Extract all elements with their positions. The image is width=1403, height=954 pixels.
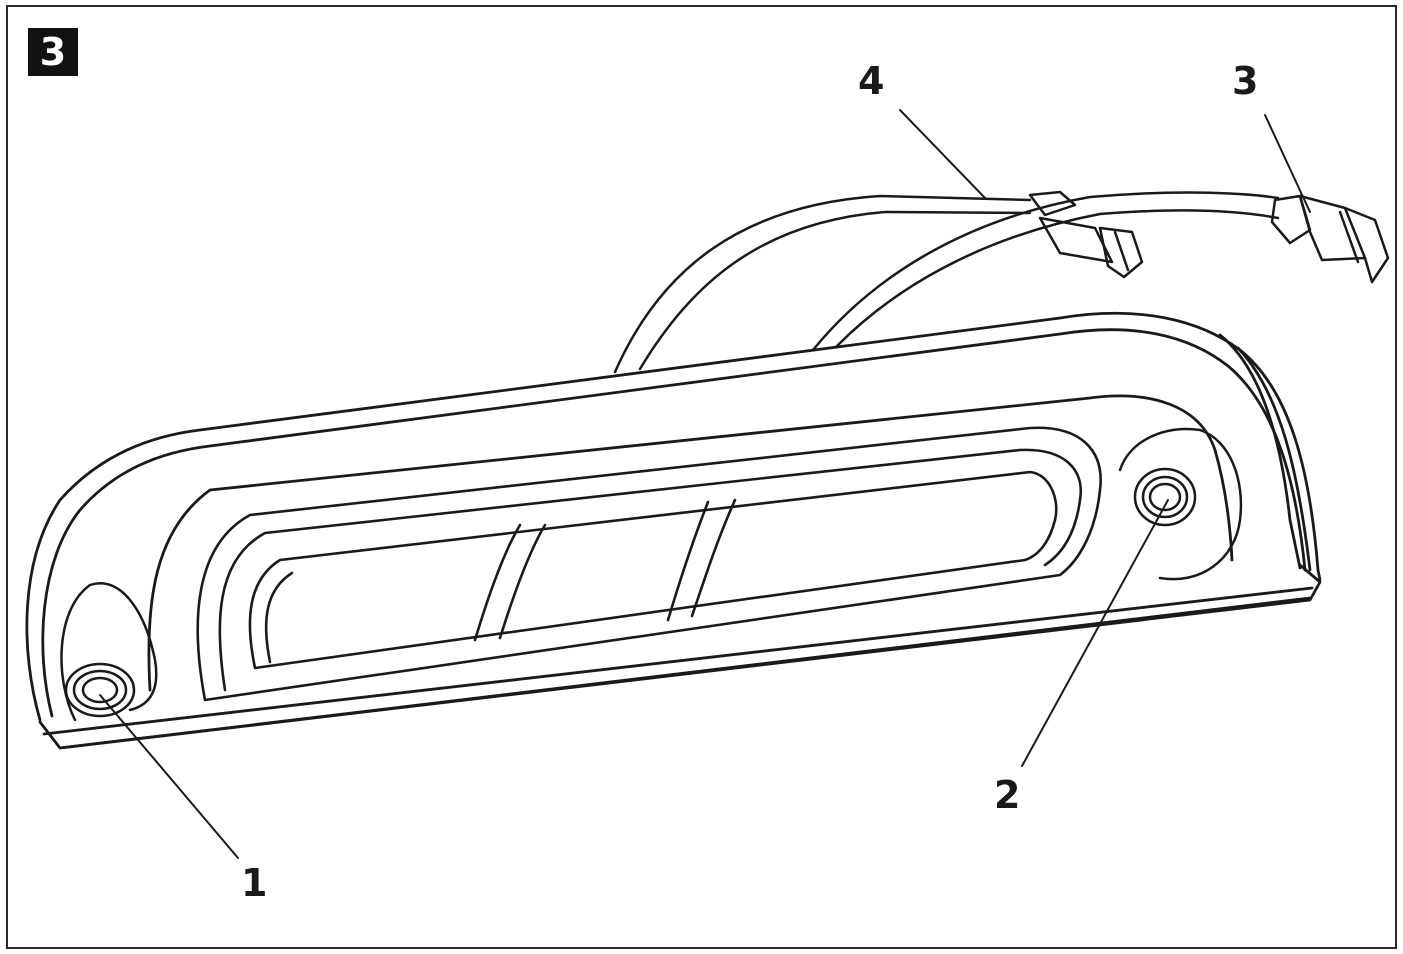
lens-window bbox=[196, 426, 1102, 702]
connector-3 bbox=[1270, 194, 1390, 284]
mount-hole-2 bbox=[1118, 427, 1243, 581]
light-housing bbox=[25, 311, 1322, 750]
cable-3 bbox=[811, 191, 1280, 352]
leader-line-3 bbox=[1264, 114, 1311, 213]
leader-line-4 bbox=[899, 109, 986, 199]
mount-hole-1 bbox=[60, 582, 158, 722]
connector-4 bbox=[1028, 190, 1144, 279]
cable-4 bbox=[613, 194, 1032, 374]
leader-lines bbox=[99, 109, 1311, 859]
callout-label-1: 1 bbox=[241, 861, 268, 905]
callout-label-4: 4 bbox=[858, 59, 885, 103]
leader-line-1 bbox=[99, 694, 239, 859]
callout-label-3: 3 bbox=[1232, 59, 1259, 103]
step-number-badge: 3 bbox=[28, 28, 78, 76]
leader-line-2 bbox=[1021, 499, 1169, 767]
callout-label-2: 2 bbox=[994, 773, 1021, 817]
